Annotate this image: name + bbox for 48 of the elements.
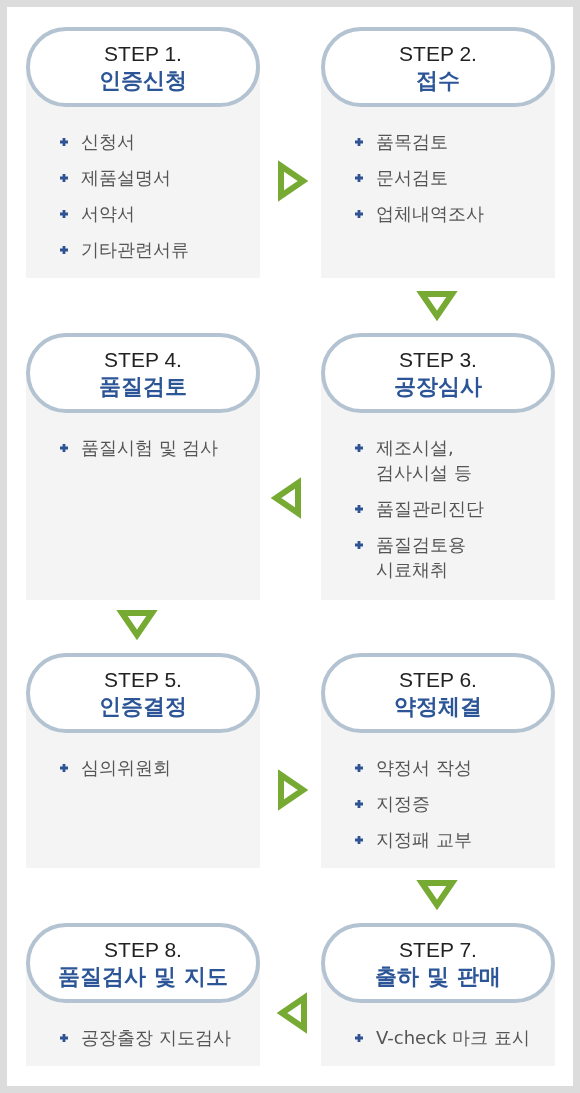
list-item: 약정서 작성 [376, 756, 473, 780]
arrow [270, 477, 301, 519]
list-item: 공장출장 지도검사 [81, 1026, 232, 1050]
arrow [116, 610, 158, 641]
step-title: 품질검토 [99, 373, 187, 400]
step-title: 공장심사 [394, 373, 482, 400]
step-header [321, 27, 555, 107]
list-item: 품질검토용 시료채취 [376, 533, 467, 582]
step-title: 품질검사 및 지도 [58, 963, 228, 990]
arrow [276, 992, 307, 1034]
step-number: STEP 1. [104, 41, 182, 67]
step-title: 인증결정 [99, 693, 187, 720]
step-header [321, 653, 555, 733]
list-item: 제품설명서 [81, 166, 172, 190]
list-item: 품질관리진단 [376, 497, 485, 521]
step-number: STEP 6. [399, 667, 477, 693]
step-header [321, 923, 555, 1003]
list-item: 문서검토 [376, 166, 449, 190]
step-number: STEP 2. [399, 41, 477, 67]
step-number: STEP 4. [104, 347, 182, 373]
step-number: STEP 8. [104, 937, 182, 963]
step-title: 출하 및 판매 [375, 963, 501, 990]
step-header [321, 333, 555, 413]
list-item: 지정증 [376, 792, 431, 816]
list-item: 품질시험 및 검사 [81, 436, 220, 460]
arrow [278, 160, 309, 202]
step-header [26, 333, 260, 413]
list-item: 지정패 교부 [376, 828, 473, 852]
step-title: 인증신청 [99, 67, 187, 94]
step-header [26, 923, 260, 1003]
list-item: 서약서 [81, 202, 136, 226]
arrow [278, 769, 309, 811]
list-item: 심의위원회 [81, 756, 172, 780]
list-item: 신청서 [81, 130, 136, 154]
list-item: 업체내역조사 [376, 202, 485, 226]
step-title: 접수 [416, 67, 460, 94]
list-item: 제조시설, 검사시설 등 [376, 436, 473, 485]
arrow [416, 291, 458, 322]
list-item: V-check 마크 표시 [376, 1026, 531, 1050]
list-item: 기타관련서류 [81, 238, 190, 262]
step-number: STEP 7. [399, 937, 477, 963]
arrow [416, 880, 458, 911]
step-header [26, 27, 260, 107]
step-header [26, 653, 260, 733]
step-number: STEP 5. [104, 667, 182, 693]
step-number: STEP 3. [399, 347, 477, 373]
step-title: 약정체결 [394, 693, 482, 720]
list-item: 품목검토 [376, 130, 449, 154]
